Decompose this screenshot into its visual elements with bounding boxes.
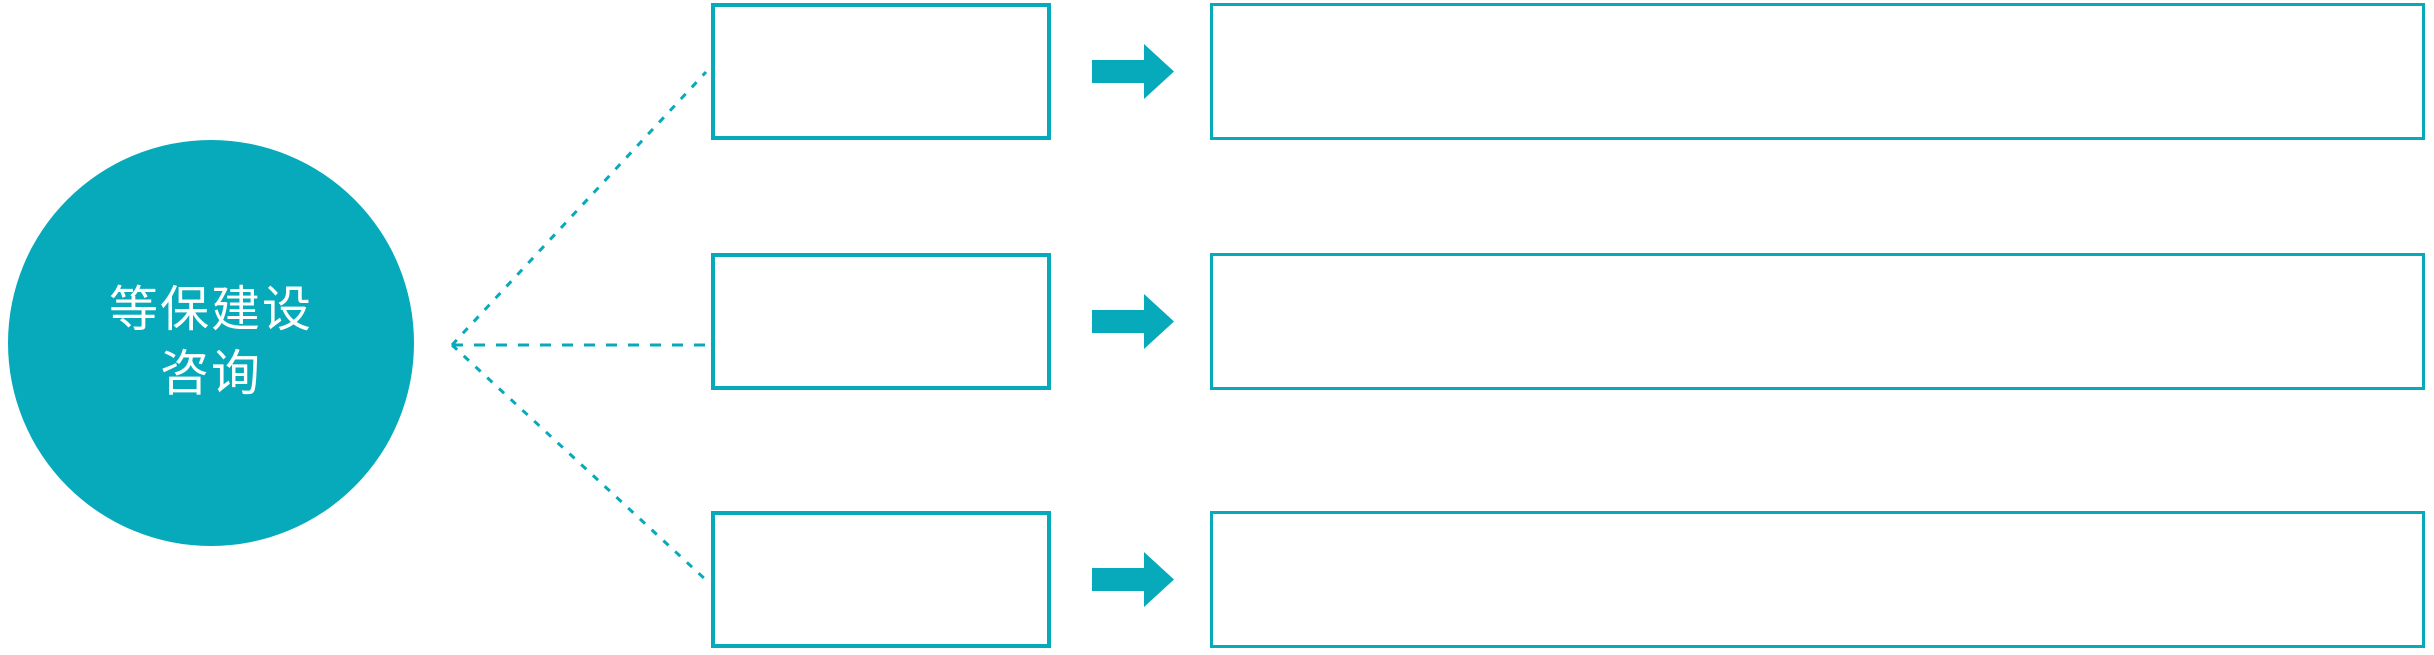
right-arrow-icon — [1092, 552, 1174, 607]
flow-row — [0, 253, 2434, 390]
right-arrow-icon — [1092, 44, 1174, 99]
detail-box-2[interactable] — [1210, 253, 2425, 390]
hub-circle[interactable]: 等保建设 咨询 — [8, 140, 414, 546]
flow-row — [0, 3, 2434, 140]
right-arrow-icon — [1092, 294, 1174, 349]
detail-box-1[interactable] — [1210, 3, 2425, 140]
label-box-3[interactable] — [711, 511, 1051, 648]
hub-title-line-2: 咨询 — [159, 347, 262, 401]
label-box-2[interactable] — [711, 253, 1051, 390]
label-box-1[interactable] — [711, 3, 1051, 140]
flow-row — [0, 511, 2434, 648]
detail-box-3[interactable] — [1210, 511, 2425, 648]
hub-title-line-1: 等保建设 — [108, 283, 313, 338]
